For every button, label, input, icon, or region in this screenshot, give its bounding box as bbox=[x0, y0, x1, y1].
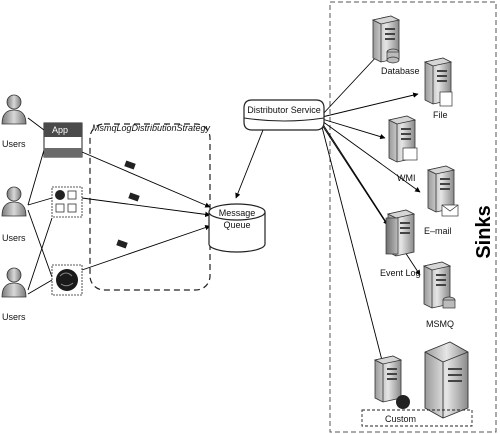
web-app-icon bbox=[51, 264, 83, 296]
custom-tower-icon bbox=[424, 341, 469, 419]
sink-msmq-label: MSMQ bbox=[426, 319, 454, 329]
sink-file-label: File bbox=[433, 110, 448, 120]
sink-wmi-label: WMI bbox=[397, 173, 416, 183]
user-icon-1 bbox=[1, 94, 27, 125]
email-server-icon bbox=[427, 165, 459, 217]
users-label-2: Users bbox=[2, 233, 26, 243]
file-server-icon bbox=[424, 57, 453, 107]
custom-box bbox=[361, 409, 473, 427]
users-label-3: Users bbox=[2, 312, 26, 322]
queue-label-line1: Message bbox=[219, 208, 256, 218]
distributor-service-node bbox=[243, 99, 325, 131]
sink-database-label: Database bbox=[381, 66, 420, 76]
custom-server-icon bbox=[374, 355, 410, 409]
distributor-label: Distributor Service bbox=[247, 105, 321, 115]
sink-email-label: E–mail bbox=[424, 226, 452, 236]
user-icon-2 bbox=[1, 186, 27, 217]
user-icon-3 bbox=[1, 267, 27, 298]
sink-custom-label: Custom bbox=[385, 414, 416, 424]
app-window bbox=[43, 122, 83, 158]
sinks-title: Sinks bbox=[473, 205, 495, 258]
queue-label-line2: Queue bbox=[223, 220, 250, 230]
message-queue-cylinder-icon bbox=[208, 203, 266, 253]
event-log-server-icon bbox=[385, 209, 415, 257]
sink-event-log-label: Event Log bbox=[380, 268, 421, 278]
users-label-1: Users bbox=[2, 139, 26, 149]
app-label: App bbox=[52, 125, 68, 135]
message-envelope-icon-3 bbox=[116, 239, 128, 249]
message-envelope-icon-2 bbox=[128, 192, 140, 202]
wmi-server-icon bbox=[388, 115, 418, 163]
message-envelope-icon-1 bbox=[124, 160, 136, 170]
strategy-label: MsmqLogDistributionStrategy bbox=[92, 123, 211, 133]
sinks-container bbox=[329, 1, 497, 433]
msmq-server-icon bbox=[423, 261, 456, 309]
database-server-icon bbox=[372, 15, 400, 64]
desktop-app-icon bbox=[51, 186, 83, 218]
